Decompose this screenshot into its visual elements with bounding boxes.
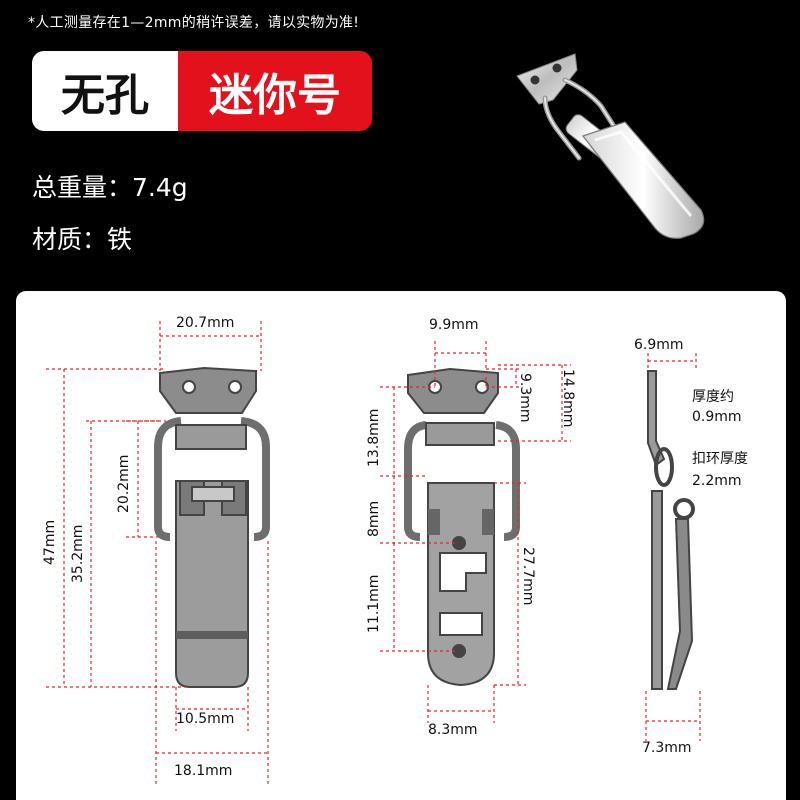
material-spec: 材质：铁 bbox=[32, 225, 133, 254]
side-thickness-value: 0.9mm bbox=[692, 409, 742, 425]
side-thickness-label: 厚度约 bbox=[692, 389, 734, 405]
middle-catch-length-label: 27.7mm bbox=[520, 547, 536, 605]
front-total-height-label: 47mm bbox=[42, 520, 58, 565]
front-loop-height-label: 20.2mm bbox=[116, 455, 132, 513]
side-ring-label: 扣环厚度 bbox=[692, 451, 748, 467]
middle-mid-label: 8mm bbox=[366, 501, 382, 537]
middle-catch-width-label: 8.3mm bbox=[428, 722, 478, 738]
side-view bbox=[647, 370, 695, 690]
front-view bbox=[154, 366, 270, 688]
front-body-height-label: 35.2mm bbox=[70, 525, 86, 583]
front-max-width-label: 18.1mm bbox=[174, 763, 232, 779]
size-tag-mini: 迷你号 bbox=[178, 51, 372, 131]
side-total-depth-label: 7.3mm bbox=[642, 740, 692, 756]
product-photo bbox=[516, 53, 705, 239]
middle-view bbox=[404, 367, 520, 687]
side-ring-value: 2.2mm bbox=[692, 473, 742, 489]
front-tab-width-label: 10.5mm bbox=[176, 711, 234, 727]
middle-lower-label: 11.1mm bbox=[366, 575, 382, 633]
dimension-drawing: 20.7mm 47mm 35.2mm 20.2mm 10.5mm 18.1mm … bbox=[42, 315, 748, 786]
front-top-width-label: 20.7mm bbox=[176, 315, 234, 331]
middle-plate-hole-label: 9.3mm bbox=[517, 373, 533, 423]
measurement-note: *人工测量存在1—2mm的稍许误差，请以实物为准! bbox=[28, 15, 360, 31]
middle-upper-label: 13.8mm bbox=[366, 409, 382, 467]
type-tag-no-hole: 无孔 bbox=[32, 51, 178, 131]
middle-hole-spacing-label: 9.9mm bbox=[429, 317, 479, 333]
middle-plate-height-label: 14.8mm bbox=[560, 369, 576, 427]
side-top-depth-label: 6.9mm bbox=[634, 337, 684, 353]
weight-spec: 总重量：7.4g bbox=[32, 173, 188, 202]
dimension-panel: 20.7mm 47mm 35.2mm 20.2mm 10.5mm 18.1mm … bbox=[16, 291, 786, 800]
